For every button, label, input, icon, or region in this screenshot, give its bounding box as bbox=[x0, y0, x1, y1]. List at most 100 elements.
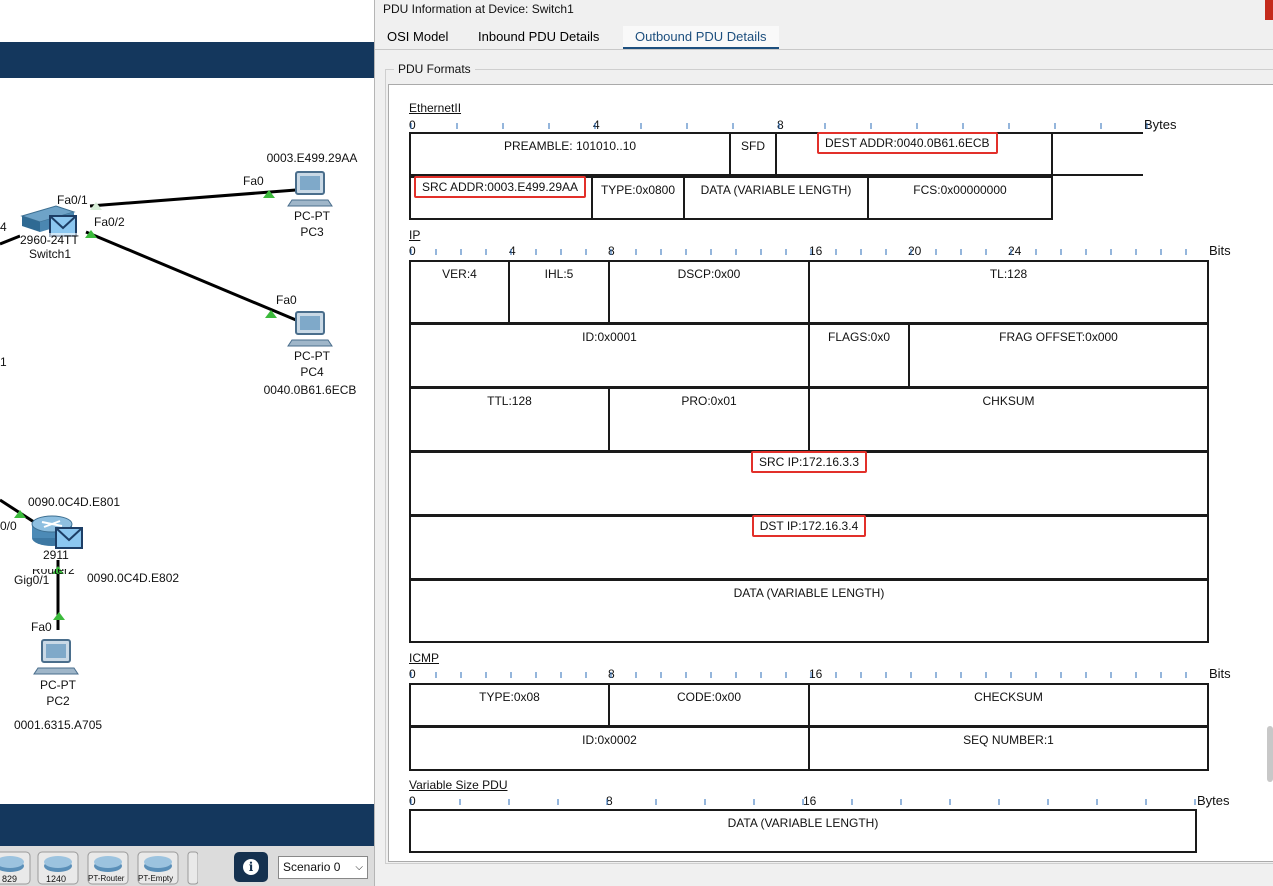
ip-ruler-0: 0 bbox=[409, 244, 416, 258]
variable-ruler-16: 16 bbox=[803, 794, 817, 808]
field-ip-data-text: DATA (VARIABLE LENGTH) bbox=[733, 586, 885, 600]
field-sfd[interactable]: SFD bbox=[729, 132, 777, 176]
info-button[interactable]: i bbox=[234, 852, 268, 882]
workspace-bottom-bar bbox=[0, 804, 374, 846]
field-ip-ihl[interactable]: IHL:5 bbox=[508, 260, 610, 324]
field-type[interactable]: TYPE:0x0800 bbox=[591, 176, 685, 220]
field-ip-frag-offset-text: FRAG OFFSET:0x000 bbox=[999, 330, 1118, 344]
pc2-port: Fa0 bbox=[31, 620, 52, 634]
logical-workspace[interactable]: Fa0/1 Fa0/2 4 2960-24TT Switch1 0003.E49… bbox=[0, 0, 374, 886]
tab-inbound-pdu-details[interactable]: Inbound PDU Details bbox=[478, 29, 600, 44]
tab-osi-model[interactable]: OSI Model bbox=[387, 29, 449, 44]
tray-device-pt-router[interactable]: PT-Router bbox=[86, 850, 130, 886]
pc4-name: PC4 bbox=[300, 365, 324, 379]
envelope-icon bbox=[55, 527, 83, 549]
link-status-pc2 bbox=[53, 612, 65, 620]
field-ip-dscp[interactable]: DSCP:0x00 bbox=[608, 260, 810, 324]
field-sfd-text: SFD bbox=[741, 139, 765, 153]
field-dest-addr[interactable]: DEST ADDR:0040.0B61.6ECB bbox=[775, 132, 1053, 176]
router2-name: Router2 bbox=[32, 563, 75, 577]
tray-device-1240[interactable]: 1240 bbox=[36, 850, 80, 886]
field-icmp-checksum-text: CHECKSUM bbox=[974, 690, 1043, 704]
field-icmp-code[interactable]: CODE:0x00 bbox=[608, 683, 810, 727]
scenario-value: Scenario 0 bbox=[283, 860, 341, 874]
variable-ruler-0: 0 bbox=[409, 794, 416, 808]
field-icmp-id[interactable]: ID:0x0002 bbox=[409, 726, 810, 771]
pdu-info-dialog: PDU Information at Device: Switch1 OSI M… bbox=[374, 0, 1273, 886]
pc3-port: Fa0 bbox=[243, 174, 264, 188]
link-switch1-pc4[interactable] bbox=[85, 230, 297, 322]
close-button[interactable] bbox=[1265, 0, 1273, 20]
link-left-switch1[interactable] bbox=[0, 234, 21, 246]
ethernet-tick-ruler bbox=[410, 123, 1148, 129]
scenario-select[interactable]: Scenario 0 ⌵ bbox=[278, 856, 368, 879]
pc-icon[interactable] bbox=[287, 311, 333, 347]
link-status-fa0-2 bbox=[85, 230, 97, 238]
pc4-mac: 0040.0B61.6ECB bbox=[263, 383, 357, 397]
pdu-format-panel[interactable]: EthernetII 0 4 8 Bytes PREAMBLE: 101010.… bbox=[388, 84, 1273, 862]
field-dst-ip[interactable]: DST IP:172.16.3.4 bbox=[409, 515, 1209, 580]
router2-mac-up: 0090.0C4D.E801 bbox=[28, 495, 121, 509]
link-status-pc4 bbox=[265, 310, 277, 318]
pc-icon[interactable] bbox=[287, 171, 333, 207]
field-ip-data[interactable]: DATA (VARIABLE LENGTH) bbox=[409, 579, 1209, 643]
field-ethernet-continued bbox=[1051, 132, 1143, 176]
field-ip-ttl[interactable]: TTL:128 bbox=[409, 387, 610, 452]
pc3-model: PC-PT bbox=[294, 209, 330, 223]
tray-label-pt-router: PT-Router bbox=[88, 874, 125, 883]
pc-icon[interactable] bbox=[33, 639, 79, 675]
router2-model: 2911 bbox=[43, 548, 69, 562]
field-ip-ihl-text: IHL:5 bbox=[544, 267, 574, 281]
icmp-ruler-0: 0 bbox=[409, 667, 416, 681]
field-ip-flags[interactable]: FLAGS:0x0 bbox=[808, 323, 910, 388]
field-icmp-seq-text: SEQ NUMBER:1 bbox=[963, 733, 1054, 747]
field-ip-tl-text: TL:128 bbox=[989, 267, 1028, 281]
field-ip-pro-text: PRO:0x01 bbox=[681, 394, 737, 408]
tray-label-829: 829 bbox=[2, 874, 18, 884]
field-src-addr[interactable]: SRC ADDR:0003.E499.29AA bbox=[409, 176, 593, 220]
pc2-name: PC2 bbox=[46, 694, 70, 708]
field-src-ip-text: SRC IP:172.16.3.3 bbox=[750, 451, 868, 473]
field-ip-pro[interactable]: PRO:0x01 bbox=[608, 387, 810, 452]
router2-port-left: 0/0 bbox=[0, 519, 17, 533]
field-ip-chksum[interactable]: CHKSUM bbox=[808, 387, 1209, 452]
icmp-section-label: ICMP bbox=[409, 651, 439, 665]
variable-ruler-8: 8 bbox=[606, 794, 613, 808]
field-ip-id[interactable]: ID:0x0001 bbox=[409, 323, 810, 388]
field-icmp-checksum[interactable]: CHECKSUM bbox=[808, 683, 1209, 727]
field-ip-tl[interactable]: TL:128 bbox=[808, 260, 1209, 324]
link-left-router2[interactable] bbox=[0, 498, 35, 524]
switch1-model: 2960-24TT bbox=[20, 233, 79, 247]
ip-section-label: IP bbox=[409, 228, 421, 242]
pc3-name: PC3 bbox=[300, 225, 324, 239]
field-ethernet-data[interactable]: DATA (VARIABLE LENGTH) bbox=[683, 176, 869, 220]
tray-device-partial[interactable] bbox=[186, 850, 199, 886]
ip-ruler-16: 16 bbox=[809, 244, 823, 258]
icmp-tick-ruler bbox=[410, 672, 1187, 678]
tray-device-829[interactable]: 829 bbox=[0, 850, 32, 886]
field-type-text: TYPE:0x0800 bbox=[600, 183, 676, 197]
scrollbar-thumb[interactable] bbox=[1267, 726, 1273, 782]
field-ip-frag-offset[interactable]: FRAG OFFSET:0x000 bbox=[908, 323, 1209, 388]
field-fcs[interactable]: FCS:0x00000000 bbox=[867, 176, 1053, 220]
field-ip-ver[interactable]: VER:4 bbox=[409, 260, 510, 324]
field-fcs-text: FCS:0x00000000 bbox=[913, 183, 1007, 197]
tab-outbound-pdu-details[interactable]: Outbound PDU Details bbox=[623, 26, 779, 50]
pdu-formats-label: PDU Formats bbox=[394, 62, 475, 76]
router2-port-gig0-1: Gig0/1 bbox=[14, 573, 50, 587]
field-icmp-type[interactable]: TYPE:0x08 bbox=[409, 683, 610, 727]
field-src-addr-text: SRC ADDR:0003.E499.29AA bbox=[413, 176, 587, 198]
link-status-pc3 bbox=[263, 190, 275, 198]
field-variable-data[interactable]: DATA (VARIABLE LENGTH) bbox=[409, 809, 1197, 853]
info-icon: i bbox=[243, 859, 259, 875]
variable-tick-ruler bbox=[410, 799, 1196, 805]
field-preamble[interactable]: PREAMBLE: 101010..10 bbox=[409, 132, 731, 176]
link-switch1-pc3[interactable] bbox=[89, 188, 297, 208]
field-src-ip[interactable]: SRC IP:172.16.3.3 bbox=[409, 451, 1209, 516]
pc2-model: PC-PT bbox=[40, 678, 76, 692]
tray-device-pt-empty[interactable]: PT-Empty bbox=[136, 850, 180, 886]
field-icmp-seq[interactable]: SEQ NUMBER:1 bbox=[808, 726, 1209, 771]
field-dest-addr-text: DEST ADDR:0040.0B61.6ECB bbox=[817, 132, 998, 154]
field-ip-chksum-text: CHKSUM bbox=[982, 394, 1035, 408]
